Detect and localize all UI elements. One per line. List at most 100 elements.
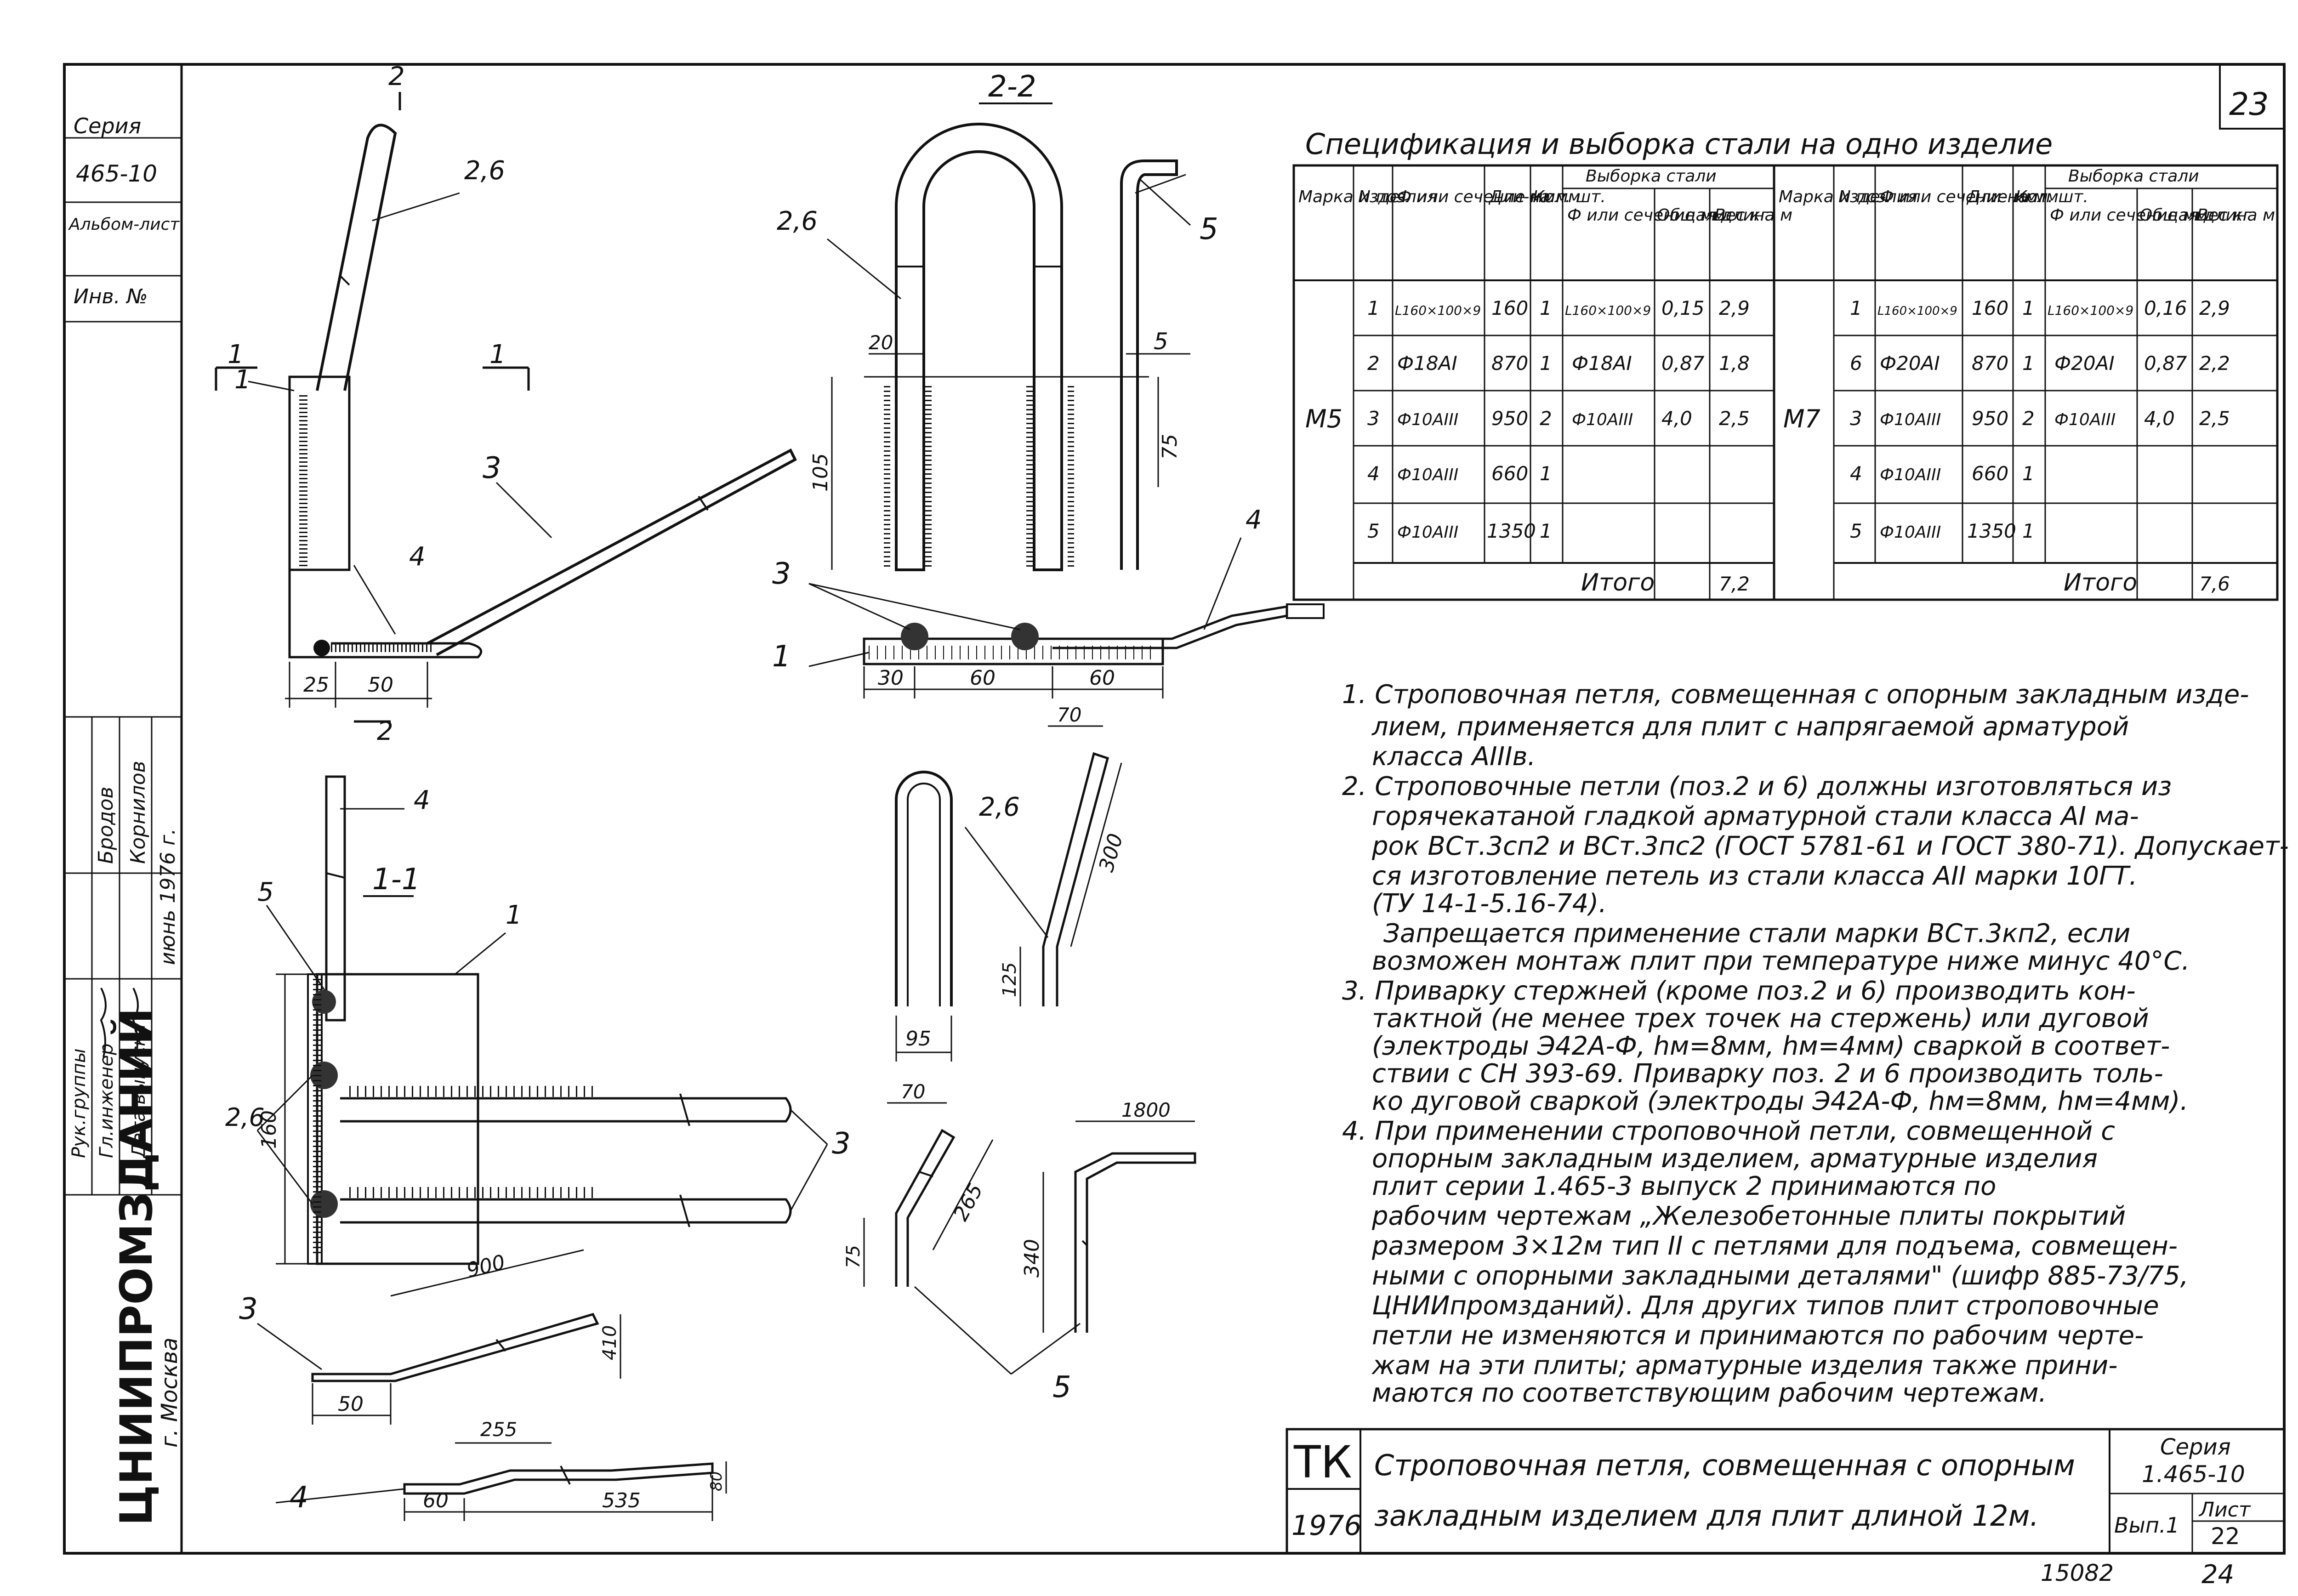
- stamp-role-1: Рук.группы: [68, 1048, 90, 1158]
- m7-total: 7,6: [2199, 573, 2230, 595]
- detail-bar-4: 4 255 60 535 80: [275, 1418, 727, 1521]
- hdr-sample-left: Выборка стали: [1586, 167, 1717, 186]
- stamp-album-sheet: Альбом-лист: [68, 215, 180, 234]
- m5-r5-qty: 1: [1540, 520, 1552, 542]
- note-line-17: плит серии 1.465-3 выпуск 2 принимаются …: [1372, 1171, 1996, 1201]
- angle-vertical: [288, 375, 351, 571]
- hdr-sample-right: Выборка стали: [2068, 167, 2199, 186]
- detail-bent-bar: [1042, 752, 1109, 1006]
- m5-total-label: Итого: [1581, 569, 1655, 596]
- tb-sheet-value: 22: [2211, 1523, 2240, 1550]
- m5-r3-len: 950: [1491, 407, 1528, 430]
- hdr-pos-left: N поз.: [1358, 187, 1411, 206]
- m7-r3-tot: 4,0: [2144, 407, 2175, 430]
- hdr-mark-right: Марка изде-лия: [1779, 187, 1917, 206]
- label-2-6-section: 2,6: [777, 206, 818, 236]
- section-2-2-title: 2-2: [988, 70, 1036, 104]
- note-line-23: жам на эти плиты; арматурные изделия так…: [1371, 1351, 2117, 1380]
- label-3-main: 3: [483, 451, 501, 485]
- stamp-name-2: Корнилов: [126, 761, 150, 864]
- note-line-16: опорным закладным изделием, арматурные и…: [1372, 1144, 2098, 1174]
- note-line-4: горячекатаной гладкой арматурной стали к…: [1372, 801, 2139, 831]
- m5-r2-w: 1,8: [1719, 352, 1750, 375]
- m7-r4-qty: 1: [2022, 462, 2035, 485]
- m5-rows: 1 L160×100×9 160 1 L160×100×9 0,15 2,9 2…: [1367, 297, 1750, 596]
- mark-m7: М7: [1783, 404, 1820, 433]
- m7-r1-qty: 1: [2022, 297, 2035, 319]
- detail-bar-3-shape: [311, 1313, 599, 1382]
- m5-r1-sec: L160×100×9: [1395, 303, 1481, 318]
- m7-r3-w: 2,5: [2199, 407, 2230, 430]
- detail-bar-5: 70 265 75 1800 340 5: [843, 1080, 1196, 1404]
- weld-point: [313, 640, 330, 656]
- m5-r1-w: 2,9: [1719, 297, 1750, 319]
- dim-50-main: 50: [368, 673, 393, 697]
- dim-70-a: 70: [1057, 704, 1081, 726]
- note-line-12: (электроды Э42А-Ф, hм=8мм, hм=4мм) сварк…: [1372, 1031, 2170, 1061]
- stamp-org: ЦНИИПРОМЗДАНИЙ: [110, 1008, 162, 1526]
- tb-sheet-label: Лист: [2198, 1498, 2251, 1522]
- label-1-main: 1: [234, 365, 251, 395]
- sheet-bottom-number: 24: [2201, 1560, 2234, 1590]
- tb-year: 1976: [1291, 1510, 1362, 1542]
- dim-75-section: 75: [1158, 434, 1182, 460]
- m7-r1-ssec: L160×100×9: [2048, 303, 2133, 318]
- label-4-section: 4: [1246, 505, 1262, 535]
- m5-r1-len: 160: [1491, 297, 1528, 319]
- section-2-2: 2-2 2,6 5 5 20 105 75 3: [772, 70, 1325, 699]
- m7-r2-pos: 6: [1850, 352, 1862, 375]
- note-line-24: маются по соответствующим рабочим чертеж…: [1372, 1378, 2047, 1408]
- dim-60-section-b: 60: [1089, 666, 1115, 690]
- hdr-ssection-left: Ф или сечение мм.: [1567, 206, 1730, 225]
- note-line-13: ствии с СН 393-69. Приварку поз. 2 и 6 п…: [1372, 1059, 2163, 1089]
- dim-160: 160: [257, 1110, 281, 1149]
- bar-3-lower: [340, 1198, 792, 1224]
- m7-r1-len: 160: [1972, 297, 2008, 319]
- hdr-total-left: Общая длина м: [1657, 206, 1792, 225]
- label-2-6-detail: 2,6: [979, 792, 1020, 822]
- spec-table: Спецификация и выборка стали на одно изд…: [1292, 127, 2279, 601]
- hdr-qty-right: Кол. шт.: [2015, 187, 2088, 206]
- label-1-section: 1: [772, 640, 791, 674]
- label-3-section: 3: [772, 557, 791, 591]
- label-2-6-section-1-1: 2,6: [225, 1103, 265, 1132]
- m5-r3-pos: 3: [1367, 407, 1380, 430]
- m7-r5-len: 1350: [1967, 520, 2016, 542]
- note-line-22: петли не изменяются и принимаются по раб…: [1372, 1321, 2144, 1351]
- cut-label-1-right: 1: [489, 340, 506, 369]
- tb-title-1: Строповочная петля, совмещенная с опорны…: [1374, 1448, 2075, 1482]
- label-4-detail: 4: [290, 1481, 308, 1515]
- m7-r4-len: 660: [1972, 462, 2008, 485]
- detail-u-inner: [907, 783, 941, 1006]
- m5-r4-len: 660: [1491, 462, 1528, 485]
- dim-410: 410: [599, 1325, 620, 1360]
- note-line-20: ными с опорными закладными деталями" (ши…: [1372, 1261, 2189, 1291]
- notes-block: 1. Строповочная петля, совмещенная с опо…: [1342, 680, 2289, 1408]
- spec-title: Спецификация и выборка стали на одно изд…: [1305, 127, 2053, 161]
- title-block: ТК 1976 Строповочная петля, совмещенная …: [1286, 1428, 2286, 1555]
- dim-95: 95: [905, 1027, 931, 1051]
- weld-bar-3-a: [901, 623, 928, 650]
- weld-bar-3-b: [1011, 623, 1039, 650]
- tb-series-label: Серия: [2160, 1434, 2231, 1460]
- m5-r1-qty: 1: [1540, 297, 1552, 319]
- label-5-detail: 5: [1052, 1370, 1071, 1404]
- m5-r5-len: 1350: [1487, 520, 1536, 542]
- m5-r1-tot: 0,15: [1661, 297, 1705, 319]
- hdr-length-right: Дли-на мм: [1966, 187, 2059, 206]
- note-line-7: (ТУ 14-1-5.16-74).: [1372, 889, 1607, 919]
- stamp-series-value: 465-10: [76, 160, 157, 187]
- m7-rows: 1 L160×100×9 160 1 L160×100×9 0,16 2,9 6…: [1850, 297, 2230, 596]
- hdr-section-right: Ф или сечение мм.: [1880, 187, 2043, 206]
- dim-25: 25: [303, 673, 329, 697]
- dim-255: 255: [480, 1418, 517, 1441]
- dim-30: 30: [878, 666, 904, 690]
- label-5-section-b: 5: [1154, 328, 1168, 355]
- hdr-weight-left: Вес кг: [1714, 206, 1769, 225]
- m7-r1-tot: 0,16: [2144, 297, 2187, 319]
- note-line-19: размером 3×12м тип II с петлями для подъ…: [1371, 1231, 2178, 1261]
- tb-issue: Вып.1: [2114, 1513, 2179, 1538]
- m7-total-label: Итого: [2064, 569, 2137, 596]
- m7-r4-pos: 4: [1850, 462, 1862, 485]
- note-line-14: ко дуговой сваркой (электроды Э42А-Ф, hм…: [1372, 1086, 2188, 1116]
